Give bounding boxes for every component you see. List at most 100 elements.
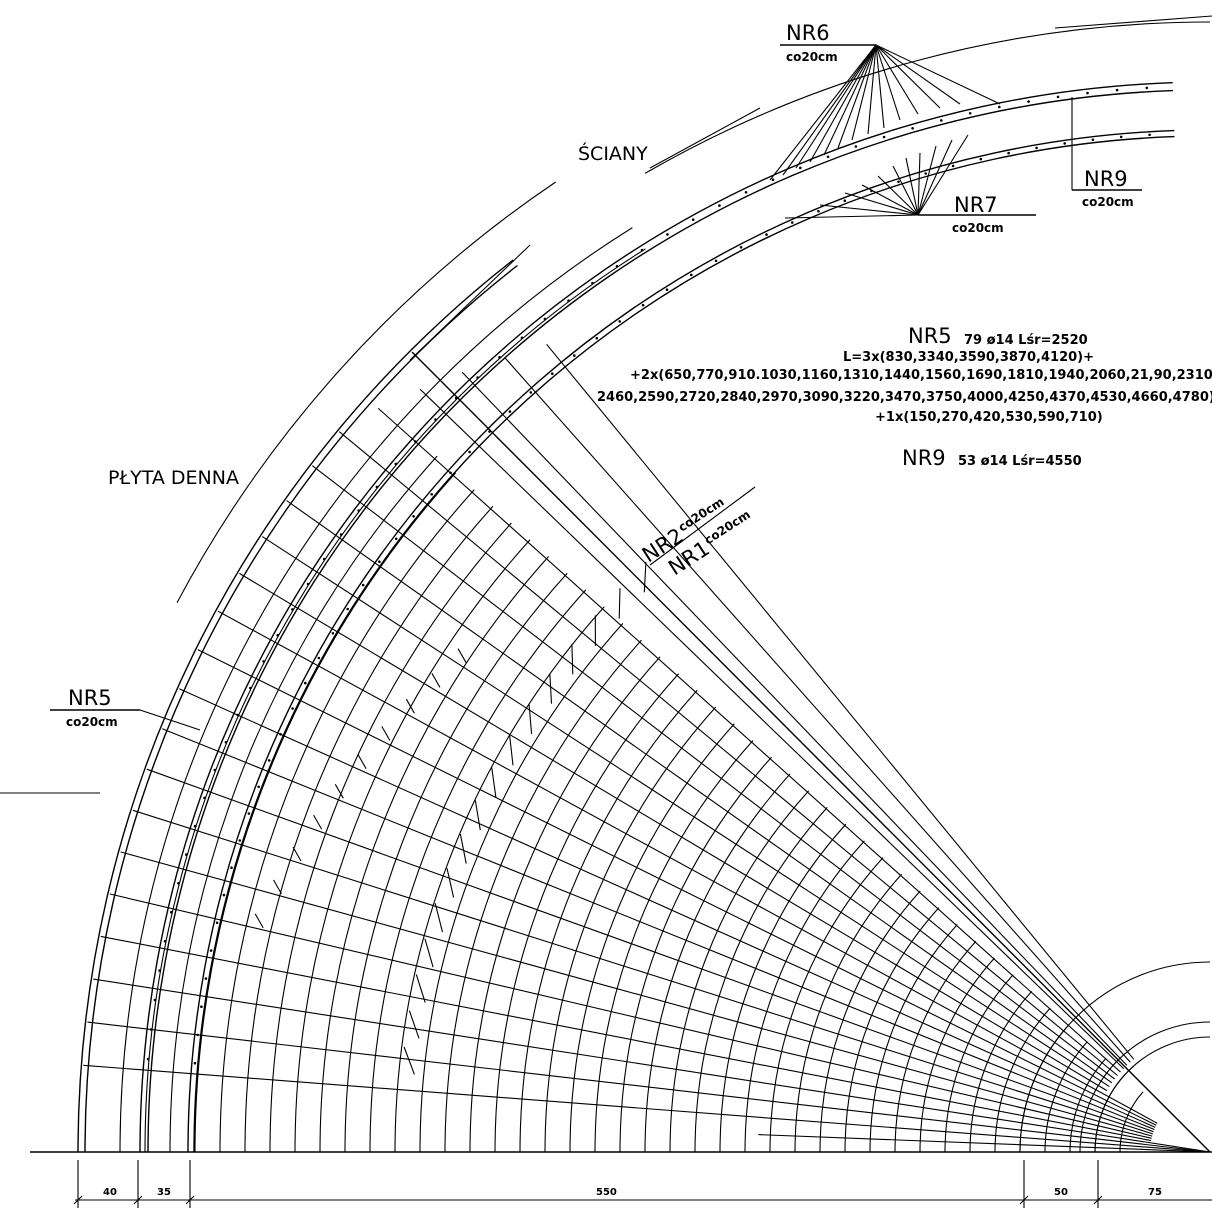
mesh-arc-33	[294, 539, 531, 1153]
mesh-radial-line	[311, 465, 1116, 1080]
mesh-radial-line	[162, 728, 1155, 1131]
mesh-radial-line	[93, 978, 1211, 1153]
nr6-leader	[875, 44, 961, 105]
wall-rebar-dot	[267, 759, 271, 762]
nr5-label: NR5	[68, 686, 112, 710]
wall-rebar-dot	[394, 537, 398, 541]
dimension-75: 75	[1148, 1187, 1162, 1198]
wall-rebar-dot	[744, 191, 748, 194]
nr5-spacing: co20cm	[66, 715, 118, 729]
nr5-note-line3: 2460,2590,2720,2840,2970,3090,3220,3470,…	[597, 390, 1212, 405]
wall-rebar-dot	[739, 246, 743, 249]
wall-rebar-dot	[304, 681, 307, 685]
mesh-arc-27	[444, 639, 642, 1153]
mesh-radial-line	[87, 1021, 1211, 1153]
dimension-slash-3	[1019, 1195, 1029, 1205]
mesh-arc-7	[944, 974, 1014, 1153]
wall-rebar-dot	[204, 977, 208, 980]
wall-rebar-dot	[1119, 135, 1123, 139]
nr-tick	[474, 800, 481, 831]
wall-rebar-dot	[714, 259, 718, 263]
mesh-boundary-diagonal	[411, 351, 1211, 1153]
nr6-leader	[875, 44, 1001, 105]
wall-top-outer	[644, 21, 1211, 174]
nr6-leader	[867, 44, 877, 135]
mesh-radial-line	[217, 610, 1158, 1124]
outer-thin-arc	[176, 181, 557, 603]
drawing-geometry	[0, 15, 1212, 1208]
wall-rebar-dot	[979, 157, 983, 161]
wall-rebar-dot	[193, 1061, 197, 1065]
wall-rebar-dot	[1086, 91, 1089, 95]
mesh-arc-25	[494, 673, 680, 1153]
mesh-arc-6	[969, 991, 1033, 1153]
nr7-leader	[784, 214, 919, 219]
wall-rebar-dot	[1063, 142, 1066, 145]
nr6-leader	[769, 44, 877, 181]
nr7-label: NR7	[954, 193, 998, 217]
top-edge-line	[1054, 15, 1212, 29]
mesh-arc-22	[569, 723, 735, 1153]
mesh-radial-line	[179, 688, 1156, 1128]
mesh-arc-21	[594, 740, 754, 1153]
mesh-arc-40	[119, 227, 633, 1153]
nr7-leader	[819, 204, 919, 216]
mesh-arc-10	[869, 924, 958, 1153]
wall-rebar-dot	[765, 233, 768, 236]
nr7-leader	[917, 139, 953, 216]
mesh-arc-31	[344, 572, 568, 1153]
center-arc-1	[1079, 1021, 1211, 1153]
nr9-note-title: NR9	[902, 446, 946, 470]
nr5-tick	[457, 648, 467, 663]
mesh-arc-34	[269, 522, 512, 1153]
wall-rebar-dot	[247, 812, 251, 815]
wall-rebar-dot	[771, 178, 775, 181]
wall-rebar-dot	[346, 607, 350, 611]
nr-tick	[643, 561, 647, 593]
nr5-note-title: NR5	[908, 324, 952, 348]
nr5-tick	[381, 726, 391, 741]
dimension-550: 550	[596, 1187, 617, 1198]
nr2-leader	[649, 486, 756, 566]
mid-leader	[409, 244, 531, 361]
mesh-arc-13	[794, 873, 903, 1153]
mesh-arc-15	[744, 840, 865, 1153]
nr-tick	[571, 643, 574, 675]
mesh-arc-37	[194, 472, 457, 1153]
mesh-radial-line	[758, 1134, 1211, 1153]
nr5-tick	[273, 879, 282, 895]
nr2-nr1-labels: NR2 co20cm NR1 co20cm	[638, 495, 753, 581]
nr7-leader	[905, 157, 919, 216]
dimension-slash-2	[185, 1195, 195, 1205]
wall-rebar-dot	[897, 180, 900, 184]
wall-rebar-dot	[573, 354, 576, 357]
nr-tick	[528, 703, 533, 735]
wall-rebar-dot	[618, 320, 621, 323]
nr5-note-line2: +2x(650,770,910.1030,1160,1310,1440,1560…	[630, 368, 1212, 383]
wall-rebar-dot	[968, 112, 972, 115]
mesh-arc-24	[519, 689, 698, 1153]
mesh-arc-29	[394, 606, 605, 1153]
nr-tick	[491, 767, 497, 798]
mesh-arc-18	[669, 790, 810, 1153]
nr-tick	[415, 974, 426, 1003]
mesh-arc-0	[1119, 1091, 1144, 1153]
wall-rebar-dot	[215, 921, 219, 925]
wall-rebar-dot	[854, 145, 858, 148]
nr5-tick	[431, 673, 441, 688]
wall-rebar-dot	[924, 172, 927, 175]
mesh-arc-11	[844, 907, 940, 1153]
wall-rebar-dot	[911, 127, 914, 130]
nr7-spacing: co20cm	[952, 221, 1004, 235]
wall-rebar-dot	[257, 785, 261, 789]
slab-outer-edge	[77, 259, 514, 1153]
nr-tick	[403, 1046, 415, 1075]
mesh-radial-line	[262, 536, 1110, 1088]
nr6-leader	[837, 44, 877, 149]
walls-label: ŚCIANY	[578, 141, 648, 165]
nr9-note-spec: 53 ø14 Lśr=4550	[958, 454, 1082, 469]
wall-rebar-dot	[718, 204, 721, 207]
wall-rebar-dot	[998, 105, 1001, 109]
wall-rebar-dot	[1035, 146, 1038, 150]
nr5-note-spec: 79 ø14 Lśr=2520	[964, 333, 1088, 348]
